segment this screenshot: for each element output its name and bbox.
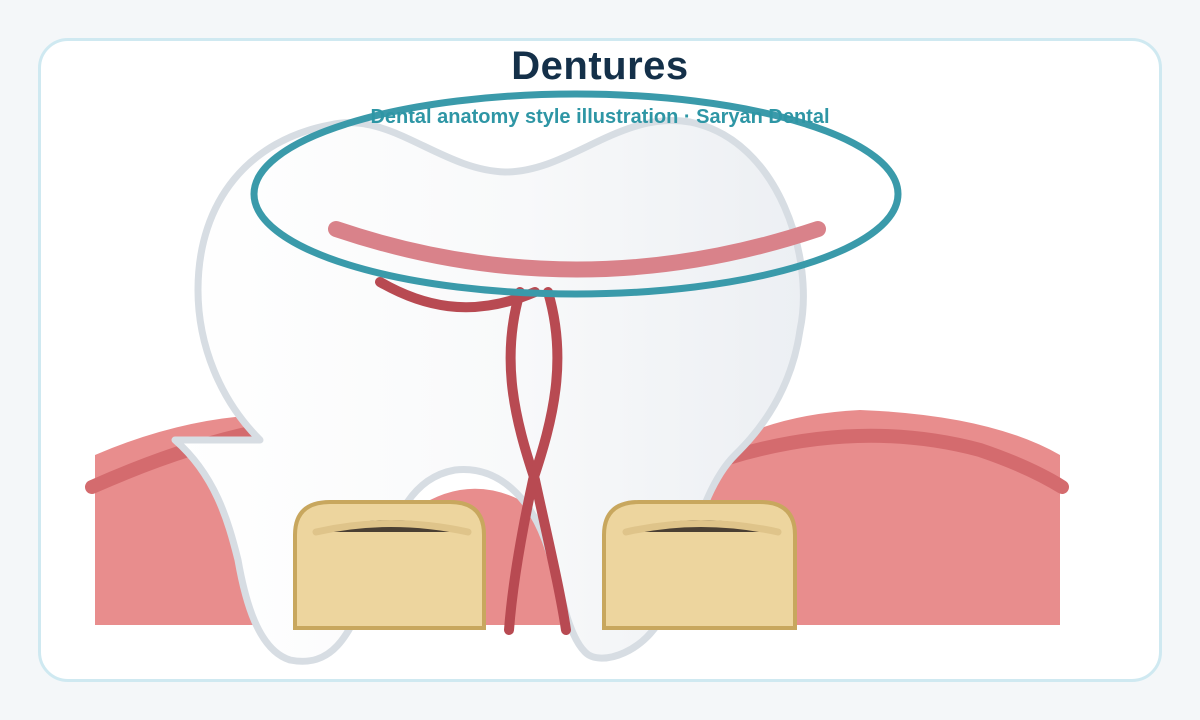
denture-arch [328,221,826,278]
base-block-left [293,500,486,630]
denture-ring [250,90,902,298]
gum-line-right [721,428,1069,494]
page-title: Dentures [511,44,689,88]
page-subtitle: Dental anatomy style illustration · Sary… [370,106,830,128]
nerve-strand-b [504,287,563,635]
base-block-right [602,500,797,630]
nerve-branch-left [375,277,540,313]
gum-line-left [85,425,262,494]
